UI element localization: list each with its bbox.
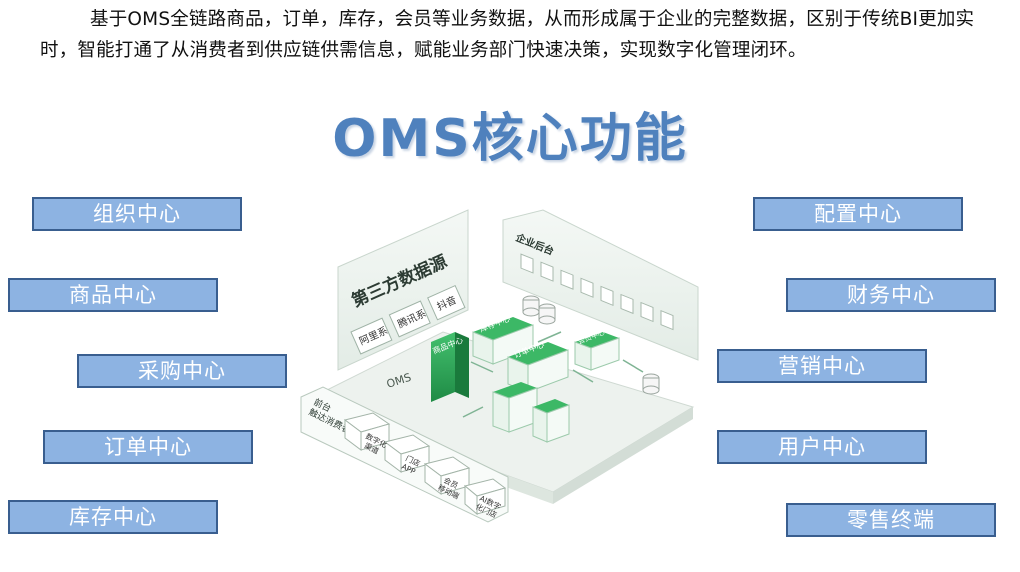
- third-party-panel: 第三方数据源 阿里系 腾讯系 抖音: [337, 209, 469, 371]
- module-inventory-center: 库存中心: [8, 500, 218, 534]
- module-order-center: 订单中心: [43, 430, 253, 464]
- front-panel: 前台触达消费者 数字化渠道 门店APP 会员移动端 AI数字化门店: [300, 386, 509, 523]
- page-title: OMS核心功能: [332, 109, 688, 169]
- center-blocks: 商品中心 库存中心 订单中心 会员中心: [431, 313, 620, 443]
- module-config-center: 配置中心: [753, 197, 963, 231]
- module-user-center: 用户中心: [717, 430, 927, 464]
- intro-paragraph: 基于OMS全链路商品，订单，库存，会员等业务数据，从而形成属于企业的完整数据，区…: [40, 9, 975, 61]
- module-organization-center: 组织中心: [32, 197, 242, 231]
- module-purchase-center: 采购中心: [77, 354, 287, 388]
- module-retail-terminal: 零售终端: [786, 503, 996, 537]
- database-icons: [522, 295, 660, 395]
- flow-arrows: [462, 331, 644, 418]
- module-finance-center: 财务中心: [786, 278, 996, 312]
- module-product-center: 商品中心: [8, 278, 218, 312]
- module-marketing-center: 营销中心: [717, 349, 927, 383]
- enterprise-backend-panel: 企业后台: [502, 209, 699, 361]
- oms-architecture-illustration: 第三方数据源 阿里系 腾讯系 抖音 企业后台: [300, 209, 699, 523]
- floor-edge-right: [553, 407, 693, 504]
